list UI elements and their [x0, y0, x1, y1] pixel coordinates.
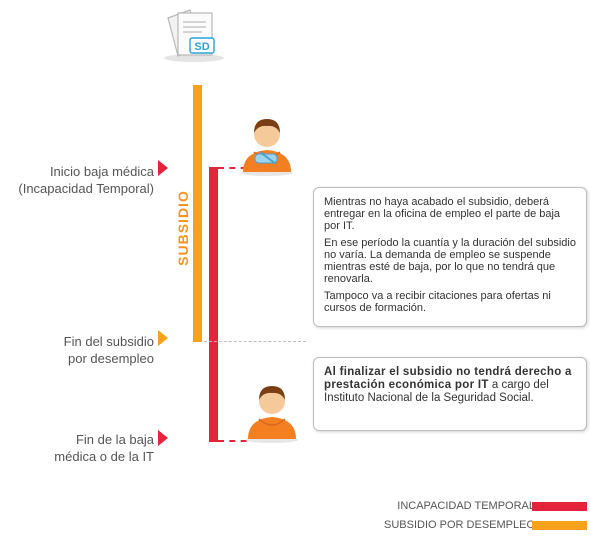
info-paragraph-1: Mientras no haya acabado el subsidio, de… [324, 196, 561, 232]
legend-label-incapacidad: INCAPACIDAD TEMPORAL [397, 500, 535, 512]
info-rest-text: a cargo del Instituto Nacional de la Seg… [324, 379, 549, 404]
label-fin-subsidio: Fin del subsidio por desempleo [63, 334, 154, 366]
info-bold-text: Al finalizar el subsidio no tendrá derec… [324, 366, 572, 391]
legend-swatch-incapacidad [532, 502, 587, 511]
label-fin-baja: Fin de la baja médica o de la IT [54, 432, 154, 464]
label-inicio-baja: Inicio baja médica (Incapacidad Temporal… [18, 164, 154, 196]
legend-label-subsidio: SUBSIDIO POR DESEMPLEO [384, 519, 535, 531]
info-paragraph-3: Tampoco va a recibir citaciones para ofe… [324, 290, 551, 314]
inicio-connector [218, 167, 258, 169]
fin-subsidio-marker-icon [158, 330, 168, 346]
info-paragraph-2: En ese período la cuantía y la duración … [324, 237, 576, 285]
subsidio-vertical-label: SUBSIDIO [175, 190, 191, 266]
incapacidad-bar [209, 167, 218, 442]
inicio-marker-icon [158, 160, 168, 176]
info-box-fin-subsidio: Al finalizar el subsidio no tendrá derec… [313, 357, 587, 431]
info-box-subsidio: Mientras no haya acabado el subsidio, de… [313, 187, 587, 327]
fin-baja-connector [218, 440, 258, 442]
sd-badge-text: SD [194, 41, 209, 53]
fin-subsidio-connector [204, 341, 306, 342]
subsidio-bar [193, 85, 202, 342]
person-icon [241, 381, 303, 443]
legend-swatch-subsidio [532, 521, 587, 530]
document-stack-icon: SD [162, 4, 226, 64]
injured-person-icon [236, 114, 298, 176]
fin-baja-marker-icon [158, 430, 168, 446]
